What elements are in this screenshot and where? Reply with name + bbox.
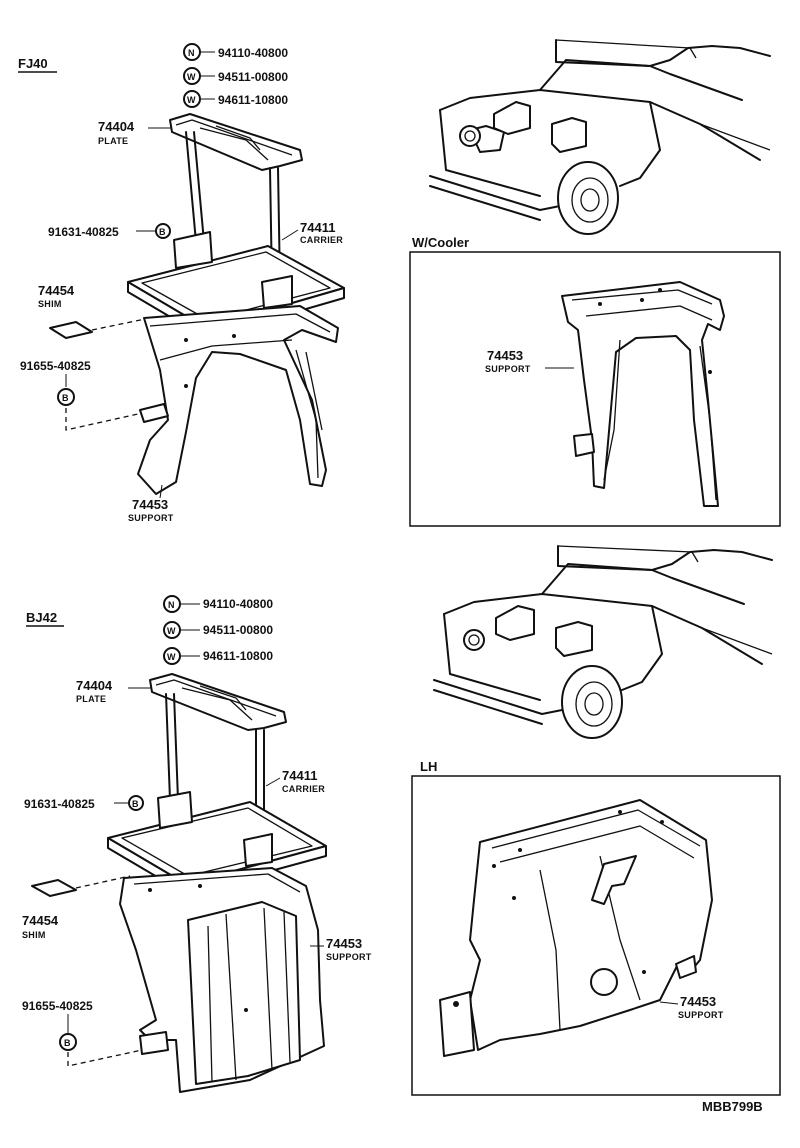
fj40-bolt-number: 91631-40825 <box>48 225 119 239</box>
bj42-plate-number: 74404 <box>76 678 113 693</box>
bj42-bolt2-symbol: B <box>59 1033 77 1051</box>
lh-support-name: SUPPORT <box>678 1010 724 1020</box>
cooler-support-drawing <box>561 281 725 507</box>
bj42-bolt-number: 91631-40825 <box>24 797 95 811</box>
bj42-washer2-number: 94611-10800 <box>203 649 273 663</box>
fj40-washer2-symbol: W <box>183 90 201 108</box>
fj40-bolt2-symbol: B <box>57 388 75 406</box>
vehicle-view-bottom <box>433 545 773 739</box>
fj40-section: FJ40 N 94110-40800 W 94511-00800 W 94611… <box>18 43 345 523</box>
fj40-support-drawing <box>137 305 339 495</box>
fj40-nut-number: 94110-40800 <box>218 46 288 60</box>
svg-text:B: B <box>132 799 139 809</box>
fj40-washer1-number: 94511-00800 <box>218 70 288 84</box>
figure-code: MBB799B <box>702 1099 763 1114</box>
svg-text:W: W <box>187 72 196 82</box>
bj42-washer1-number: 94511-00800 <box>203 623 273 637</box>
svg-text:B: B <box>64 1038 71 1048</box>
bj42-shim-name: SHIM <box>22 930 46 940</box>
fj40-shim-number: 74454 <box>38 283 75 298</box>
cooler-section: W/Cooler 74453 SUPPORT <box>409 235 781 527</box>
cooler-support-name: SUPPORT <box>485 364 531 374</box>
fj40-title: FJ40 <box>18 56 48 71</box>
bj42-nut-symbol: N <box>163 595 181 613</box>
svg-text:B: B <box>159 227 166 237</box>
bj42-section: BJ42 N 94110-40800 W 94511-00800 W 94611… <box>22 595 372 1093</box>
bj42-support-number: 74453 <box>326 936 362 951</box>
bj42-plate-name: PLATE <box>76 694 106 704</box>
fj40-plate-drawing <box>169 113 303 171</box>
bj42-nut-number: 94110-40800 <box>203 597 273 611</box>
fj40-nut-symbol: N <box>183 43 201 61</box>
svg-text:N: N <box>188 48 195 58</box>
lh-title: LH <box>420 759 437 774</box>
fj40-carrier-name: CARRIER <box>300 235 343 245</box>
fj40-bolt2-number: 91655-40825 <box>20 359 91 373</box>
fj40-washer1-symbol: W <box>183 67 201 85</box>
fj40-support-name: SUPPORT <box>128 513 174 523</box>
bj42-carrier-name: CARRIER <box>282 784 325 794</box>
svg-text:W: W <box>167 626 176 636</box>
svg-text:B: B <box>62 393 69 403</box>
bj42-support-name: SUPPORT <box>326 952 372 962</box>
svg-text:W: W <box>187 95 196 105</box>
bj42-washer2-symbol: W <box>163 647 181 665</box>
fj40-plate-name: PLATE <box>98 136 128 146</box>
bj42-shim-number: 74454 <box>22 913 59 928</box>
lh-section: LH 74453 SUPPORT <box>411 759 781 1096</box>
bj42-washer1-symbol: W <box>163 621 181 639</box>
cooler-support-number: 74453 <box>487 348 523 363</box>
fj40-carrier-number: 74411 <box>300 220 335 235</box>
bj42-title: BJ42 <box>26 610 57 625</box>
bj42-bolt-symbol: B <box>128 795 144 811</box>
fj40-shim-name: SHIM <box>38 299 62 309</box>
fj40-washer2-number: 94611-10800 <box>218 93 288 107</box>
vehicle-view-top <box>429 39 771 235</box>
lh-support-drawing <box>439 799 713 1057</box>
svg-text:W: W <box>167 652 176 662</box>
fj40-support-number: 74453 <box>132 497 168 512</box>
fj40-shim-drawing <box>49 321 93 339</box>
cooler-title: W/Cooler <box>412 235 469 250</box>
fj40-plate-number: 74404 <box>98 119 135 134</box>
bj42-carrier-number: 74411 <box>282 768 317 783</box>
bj42-shim-drawing <box>31 879 77 897</box>
fj40-bolt-symbol: B <box>155 223 171 239</box>
bj42-bolt2-number: 91655-40825 <box>22 999 93 1013</box>
svg-text:N: N <box>168 600 175 610</box>
bj42-support-drawing <box>119 867 325 1093</box>
bj42-plate-drawing <box>149 673 287 731</box>
lh-support-number: 74453 <box>680 994 716 1009</box>
